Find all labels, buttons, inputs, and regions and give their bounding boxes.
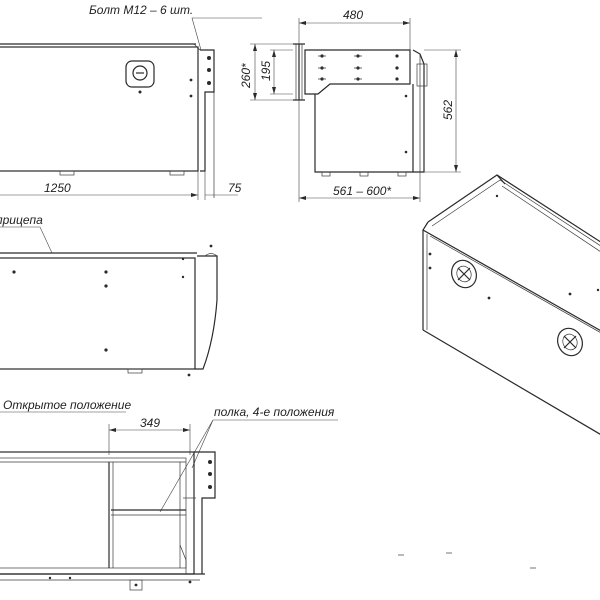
iso-lock-left-icon bbox=[451, 259, 477, 289]
hinge-bracket bbox=[200, 49, 215, 172]
front-view-body bbox=[0, 46, 199, 172]
dim-480: 480 bbox=[343, 8, 363, 22]
dim-195: 195 bbox=[259, 61, 273, 81]
open-hinge-bracket bbox=[194, 451, 216, 574]
dim-562: 562 bbox=[441, 100, 455, 120]
rear-view: прицепа bbox=[0, 213, 218, 377]
open-position-label: Открытое положение bbox=[3, 398, 131, 412]
open-position-view: Открытое положение 349 полка, 4-е положе… bbox=[0, 398, 338, 591]
dim-349: 349 bbox=[140, 416, 160, 430]
shelf-label: полка, 4-е положения bbox=[214, 405, 335, 419]
door-profile bbox=[195, 255, 218, 370]
dim-75: 75 bbox=[228, 181, 242, 195]
side-view: 480 260* 195 562 561 – 600* bbox=[239, 8, 461, 202]
trailer-label: прицепа bbox=[0, 213, 43, 227]
bolt-label: Болт М12 – 6 шт. bbox=[89, 3, 193, 17]
i-beam bbox=[293, 43, 305, 101]
isometric-view bbox=[398, 174, 600, 569]
dim-561-600: 561 – 600* bbox=[333, 184, 391, 198]
dim-260: 260* bbox=[239, 63, 253, 89]
side-view-body bbox=[314, 84, 414, 173]
iso-lock-right-icon bbox=[557, 327, 583, 357]
lock-handle-icon bbox=[125, 60, 155, 94]
front-view: Болт М12 – 6 шт. 1250 75 bbox=[0, 3, 262, 200]
rear-view-body bbox=[0, 257, 196, 370]
dim-1250: 1250 bbox=[44, 181, 71, 195]
open-frame bbox=[0, 451, 195, 575]
